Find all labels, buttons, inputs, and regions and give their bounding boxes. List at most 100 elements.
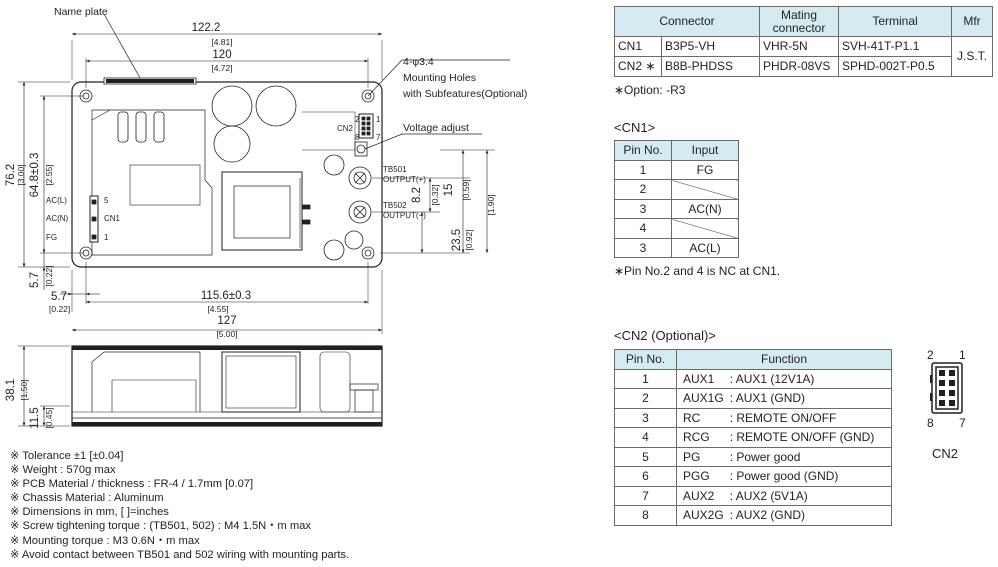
signal-name: RC: [675, 407, 727, 428]
dim-15: 15: [443, 184, 455, 197]
mounting-holes-label: Mounting Holes: [403, 72, 476, 84]
tb502-terminal: [348, 200, 372, 224]
dim-122-2: 122.2: [192, 22, 221, 34]
function-header: Function: [676, 349, 892, 370]
dim-23-5: 23.5: [451, 229, 463, 251]
input-header: Input: [671, 140, 739, 161]
dim-8-2-inch: [0.32]: [430, 184, 440, 205]
note-line: ※ Weight : 570g max: [10, 464, 116, 477]
signal-desc: : AUX1 (GND): [726, 388, 892, 409]
table-row: CN1 B3P5-VH VHR-5N SVH-41T-P1.1 J.S.T.: [614, 36, 993, 77]
signal-desc: : AUX2 (5V1A): [726, 485, 892, 506]
input-value-nc: [671, 179, 739, 200]
table-row: 2: [614, 179, 739, 200]
dim-122-2-inch: [4.81]: [211, 37, 232, 47]
cn1-fg-label: FG: [46, 233, 57, 242]
pin-no: 8: [614, 505, 677, 526]
dim-11-5-inch: [0.45]: [44, 407, 54, 428]
dim-120-inch: [4.72]: [211, 63, 232, 73]
tb501-label: TB501: [383, 165, 407, 174]
mechanical-drawing: Name plate 122.2 [4.81] 120 [4.72] 4-φ3.…: [5, 6, 527, 429]
dim-5-7-horizontal: 5.7: [51, 291, 67, 303]
signal-desc: : Power good: [726, 446, 892, 467]
terminal-header: Terminal: [838, 6, 952, 37]
mfr-header: Mfr: [951, 6, 993, 37]
note-line: ※ Dimensions in mm, [ ]=inches: [10, 506, 169, 519]
mating-connector-header: Mating connector: [759, 6, 839, 37]
cn2-pin-7: 7: [376, 133, 381, 142]
mounting-holes-subfeatures: with Subfeatures(Optional): [402, 88, 527, 100]
dim-5-7-horizontal-inch: [0.22]: [49, 304, 70, 314]
side-view-outline: [71, 345, 383, 427]
dim-127: 127: [217, 315, 236, 327]
pin-no: 3: [614, 237, 672, 258]
connector-header: Connector: [614, 6, 760, 37]
cn2-pin-1: 1: [376, 115, 381, 124]
signal-name: PGG: [675, 466, 727, 487]
pin-no: 4: [614, 218, 672, 239]
tb501-terminal: [348, 166, 372, 190]
output-positive-label: OUTPUT(+): [383, 175, 426, 184]
cn2-pinout-diagram: 2 1 8 7 CN2: [927, 348, 966, 461]
dim-5-7-vertical: 5.7: [29, 272, 41, 288]
cn2-board-label: CN2: [337, 124, 354, 133]
connector-table-header: Connector Mating connector Terminal Mfr: [614, 6, 993, 37]
connector-table: Connector Mating connector Terminal Mfr …: [614, 6, 993, 77]
dim-76-2-inch: [3.00]: [16, 164, 26, 185]
signal-name: AUX1G: [675, 388, 727, 409]
signal-name: AUX2: [675, 485, 727, 506]
pin-no: 7: [614, 485, 677, 506]
manufacturer: J.S.T.: [951, 36, 993, 77]
note-line: ※ PCB Material / thickness : FR-4 / 1.7m…: [10, 478, 254, 491]
cn1-board-connector: [89, 195, 99, 243]
mating-part: PHDR-08VS: [759, 56, 839, 77]
cn2-board-connector: [358, 113, 374, 139]
dim-120: 120: [212, 49, 231, 61]
mounting-holes-spec: 4-φ3.4: [403, 56, 434, 68]
top-view-outline: [71, 81, 383, 268]
pin-no-header: Pin No.: [614, 349, 677, 370]
input-value: AC(L): [671, 237, 739, 258]
note-line: ※ Screw tightening torque : (TB501, 502)…: [10, 520, 311, 533]
signal-desc: : AUX2 (GND): [726, 505, 892, 526]
cn1-ac-l-label: AC(L): [46, 196, 67, 205]
cn2-pic-pin-7: 7: [959, 416, 966, 430]
spec-notes: ※ Tolerance ±1 [±0.04] ※ Weight : 570g m…: [10, 449, 349, 562]
dim-64-8-inch: [2.55]: [44, 164, 54, 185]
pin-no-header: Pin No.: [614, 140, 672, 161]
cn2-pic-caption: CN2: [932, 446, 958, 461]
pin-no: 1: [614, 159, 672, 180]
terminal-part: SPHD-002T-P0.5: [838, 56, 952, 77]
dim-127-inch: [5.00]: [216, 329, 237, 339]
voltage-adjust-label: Voltage adjust: [403, 122, 469, 134]
cn1-board-label: CN1: [104, 214, 121, 223]
input-value: AC(N): [671, 198, 739, 219]
cn1-note: ∗Pin No.2 and 4 is NC at CN1.: [614, 264, 781, 278]
dim-115-6: 115.6±0.3: [201, 290, 251, 302]
signal-name: RCG: [675, 427, 727, 448]
signal-desc: : AUX1 (12V1A): [726, 368, 892, 389]
cn2-table-header: Pin No. Function: [614, 349, 892, 370]
pin-no: 5: [614, 446, 677, 467]
pin-no: 1: [614, 368, 677, 389]
note-line: ※ Mounting torque : M3 0.6N・m max: [10, 534, 200, 547]
cn1-pin-1: 1: [104, 233, 109, 242]
dim-38-1: 38.1: [5, 379, 17, 401]
dim-64-8: 64.8±0.3: [29, 153, 41, 198]
signal-name: AUX2G: [675, 505, 727, 526]
cn1-ac-n-label: AC(N): [46, 214, 69, 223]
cn1-pin-5: 5: [104, 196, 109, 205]
pin-no: 2: [614, 388, 677, 409]
dim-76-2: 76.2: [5, 164, 17, 186]
pin-no: 4: [614, 427, 677, 448]
name-plate-label: Name plate: [54, 6, 108, 18]
